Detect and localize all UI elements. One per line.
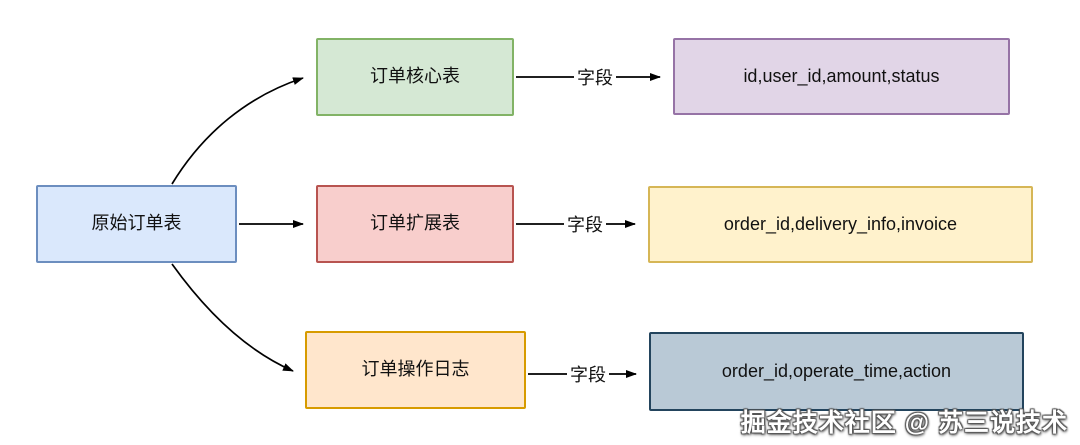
node-order-operation-log: 订单操作日志 — [305, 331, 526, 409]
node-extension-fields: order_id,delivery_info,invoice — [648, 186, 1033, 263]
node-label: 订单操作日志 — [361, 359, 470, 380]
node-label: order_id,operate_time,action — [721, 360, 952, 381]
edge-label-fields-ext: 字段 — [564, 211, 606, 237]
node-label: 订单核心表 — [370, 66, 460, 87]
node-core-fields: id,user_id,amount,status — [673, 38, 1010, 115]
edge-source-to-log — [171, 263, 294, 372]
node-order-core-table: 订单核心表 — [316, 38, 514, 116]
node-label: order_id,delivery_info,invoice — [723, 213, 958, 234]
edge-label-fields-log: 字段 — [567, 361, 609, 387]
node-order-extension-table: 订单扩展表 — [316, 185, 514, 263]
edge-label-fields-core: 字段 — [574, 64, 616, 90]
watermark: 掘金技术社区 @ 苏三说技术 — [740, 409, 1068, 437]
edge-source-to-core — [171, 77, 304, 185]
node-label: 原始订单表 — [91, 213, 182, 234]
node-label: 订单扩展表 — [370, 213, 460, 234]
node-log-fields: order_id,operate_time,action — [649, 332, 1024, 411]
node-label: id,user_id,amount,status — [743, 65, 940, 86]
node-original-order-table: 原始订单表 — [36, 185, 237, 263]
